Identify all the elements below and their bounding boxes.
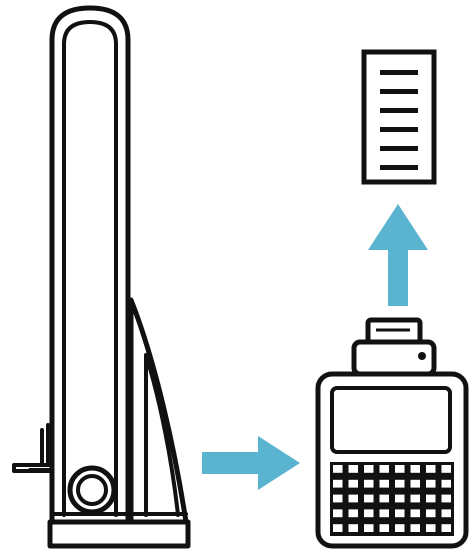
arrow-right-icon: [202, 436, 300, 490]
keypad-key: [333, 509, 343, 518]
keypad-key: [441, 509, 451, 518]
keypad-key: [333, 479, 343, 488]
printer-head-dot: [418, 352, 426, 360]
keypad-key: [441, 479, 451, 488]
keypad-key: [348, 509, 358, 518]
printout-line: [380, 89, 418, 94]
keypad-key: [379, 524, 389, 532]
keypad-key: [364, 479, 374, 488]
keypad-key: [379, 509, 389, 518]
gauge-probe: [12, 423, 54, 473]
printout-line: [380, 127, 418, 132]
gauge-column-inner: [62, 20, 118, 517]
arrow-up-head: [368, 204, 428, 250]
keypad-key: [364, 465, 374, 473]
arrow-up-shaft: [388, 248, 408, 306]
keypad-key: [395, 465, 405, 473]
keypad-key: [348, 524, 358, 532]
arrow-right-head: [258, 436, 300, 490]
gauge-column: [49, 5, 131, 525]
keypad-key: [364, 509, 374, 518]
keypad-key: [395, 524, 405, 532]
keypad-key: [441, 465, 451, 473]
printout-line: [380, 70, 418, 75]
keypad-key: [364, 524, 374, 532]
printout-line: [380, 165, 418, 170]
keypad-key: [348, 479, 358, 488]
keypad-key: [410, 465, 420, 473]
gauge-knob-inner: [76, 474, 108, 506]
processor-screen: [330, 386, 452, 454]
arrow-up-icon: [368, 204, 428, 306]
printout-line: [380, 146, 418, 151]
height-gauge-icon: [12, 5, 191, 549]
keypad-key: [364, 494, 374, 503]
keypad-key: [395, 479, 405, 488]
keypad-key: [333, 494, 343, 503]
keypad-key: [410, 509, 420, 518]
keypad-key: [348, 494, 358, 503]
keypad-key: [348, 465, 358, 473]
keypad-key: [395, 509, 405, 518]
keypad-key: [426, 465, 436, 473]
keypad-key: [426, 494, 436, 503]
keypad-key: [410, 494, 420, 503]
keypad-key: [426, 509, 436, 518]
keypad-key: [395, 494, 405, 503]
keypad-key: [379, 494, 389, 503]
keypad-key: [426, 524, 436, 532]
keypad-key: [333, 465, 343, 473]
gauge-base: [47, 519, 191, 549]
printout-icon: [361, 49, 437, 185]
printout-line: [380, 108, 418, 113]
printout-lines: [380, 70, 418, 170]
keypad-key: [426, 479, 436, 488]
processor-keypad: [330, 462, 454, 536]
gauge-support: [128, 297, 189, 525]
keypad-key: [379, 479, 389, 488]
keypad-key: [410, 524, 420, 532]
keypad-key: [333, 524, 343, 532]
keypad-key: [410, 479, 420, 488]
keypad-key: [441, 524, 451, 532]
data-processor-icon: [315, 317, 469, 549]
gauge-support-inner: [144, 353, 180, 517]
arrow-right-shaft: [202, 452, 260, 474]
keypad-key: [441, 494, 451, 503]
keypad-key: [379, 465, 389, 473]
